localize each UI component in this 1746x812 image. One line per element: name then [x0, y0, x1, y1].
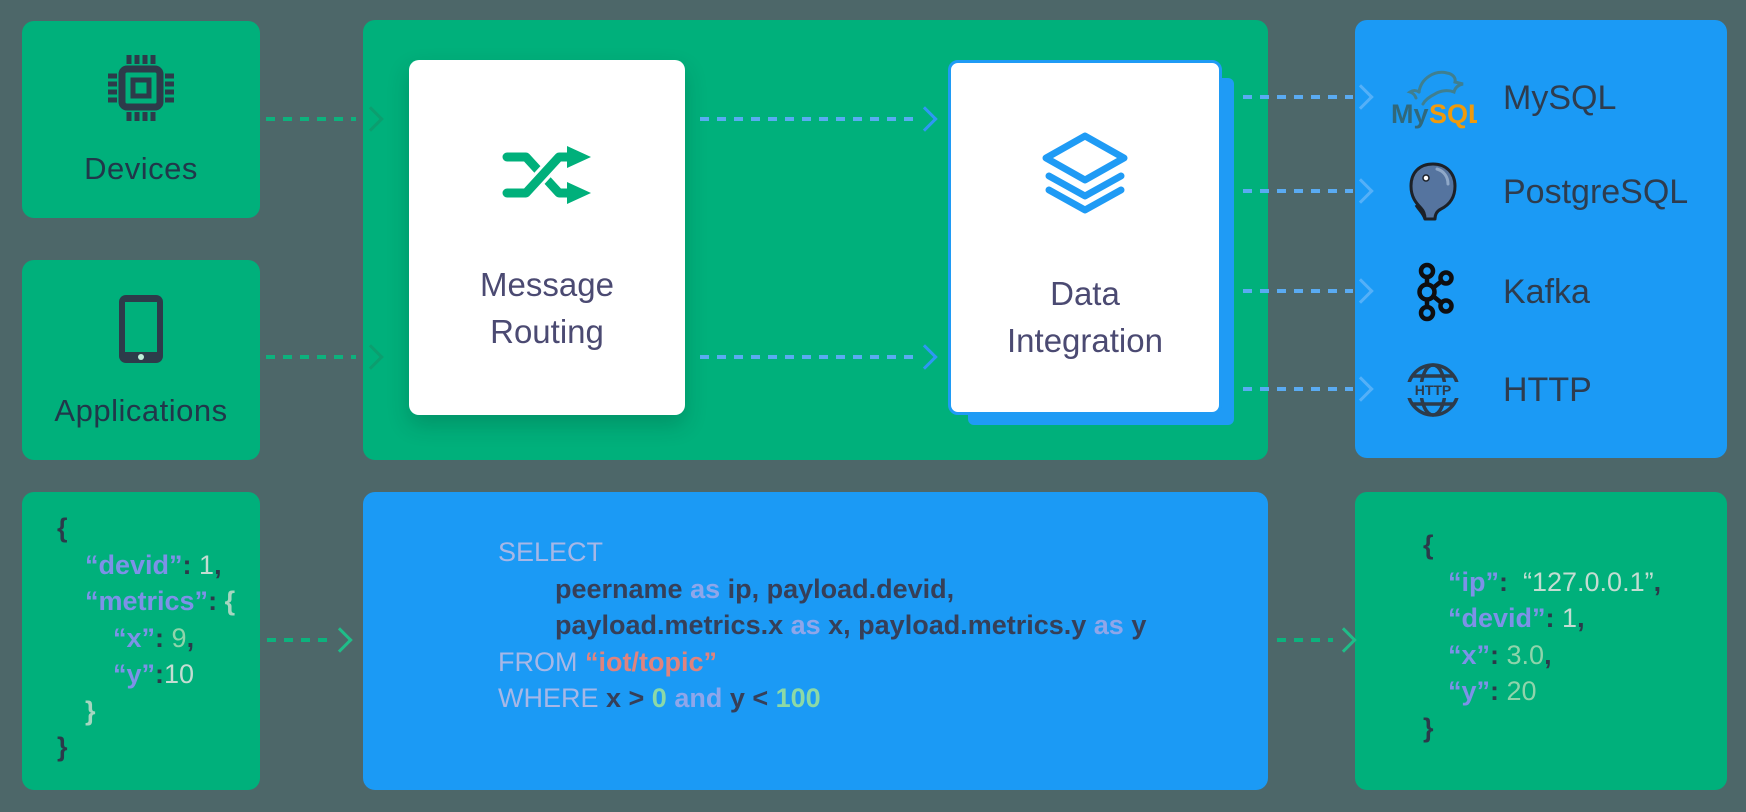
devices-box: Devices: [22, 21, 260, 218]
sink-row-kafka: Kafka: [1355, 252, 1727, 332]
code-line: “x”: 9,: [113, 622, 195, 653]
data-integration-title: Data Integration: [1007, 270, 1163, 364]
arrowhead-input-json-to-sql: [327, 627, 353, 653]
code-line: FROM “iot/topic”: [498, 646, 717, 677]
code-line: “y”: 20: [1448, 676, 1537, 706]
arrow-input-json-to-sql: [267, 638, 329, 642]
arrow-integration-to-postgresql: [1243, 189, 1353, 193]
mysql-label: MySQL: [1503, 78, 1617, 117]
code-line: {: [57, 513, 68, 543]
svg-text:My: My: [1391, 99, 1429, 129]
message-routing-title-line2: Routing: [490, 313, 604, 350]
tablet-icon: [114, 292, 168, 371]
applications-box: Applications: [22, 260, 260, 460]
http-label: HTTP: [1503, 370, 1592, 409]
data-sinks-panel: My SQL MySQL PostgreSQL: [1355, 20, 1727, 458]
rule-engine-container: Message Routing Data Integration: [363, 20, 1268, 460]
sink-row-postgresql: PostgreSQL: [1355, 152, 1727, 232]
sink-row-mysql: My SQL MySQL: [1355, 58, 1727, 138]
mysql-logo: My SQL: [1381, 66, 1485, 130]
message-routing-card: Message Routing: [409, 60, 685, 415]
svg-text:SQL: SQL: [1429, 99, 1477, 129]
kafka-logo: [1381, 262, 1485, 322]
code-line: “metrics”: {: [85, 586, 236, 616]
message-routing-title: Message Routing: [480, 261, 614, 355]
arrow-integration-to-kafka: [1243, 289, 1353, 293]
message-routing-title-line1: Message: [480, 266, 614, 303]
code-line: “devid”: 1,: [85, 549, 222, 580]
svg-text:HTTP: HTTP: [1415, 382, 1452, 398]
postgresql-label: PostgreSQL: [1503, 172, 1689, 211]
arrow-integration-to-mysql: [1243, 95, 1353, 99]
output-result-json: { “ip”: “127.0.0.1”, “devid”: 1, “x”: 3.0, “…: [1355, 492, 1727, 790]
code-line: SELECT: [498, 537, 604, 567]
layers-icon: [1039, 129, 1131, 226]
code-line: payload.metrics.x as x, payload.metrics.…: [555, 610, 1147, 640]
code-line: }: [85, 695, 96, 726]
chip-icon: [105, 52, 177, 129]
data-integration-title-line2: Integration: [1007, 322, 1163, 359]
arrow-applications-to-routing: [266, 355, 356, 359]
postgresql-logo: [1381, 161, 1485, 223]
data-integration-card: Data Integration: [948, 60, 1222, 415]
arrow-routing-to-integration-top: [700, 117, 916, 121]
code-line: “y”:10: [113, 659, 195, 689]
arrow-sql-to-output-json: [1277, 638, 1333, 642]
code-line: }: [1423, 712, 1434, 743]
http-globe-icon: HTTP: [1381, 361, 1485, 419]
arrow-integration-to-http: [1243, 387, 1353, 391]
devices-label: Devices: [84, 151, 198, 186]
applications-label: Applications: [54, 392, 228, 428]
code-line: {: [1423, 530, 1434, 560]
shuffle-icon: [499, 138, 595, 217]
arrowhead-sql-to-output-json: [1331, 627, 1357, 653]
code-line: “ip”: “127.0.0.1”,: [1448, 566, 1662, 597]
input-payload-json: { “devid”: 1, “metrics”: { “x”: 9, “y”:10}}: [22, 492, 260, 790]
code-line: WHERE x > 0 and y < 100: [498, 683, 821, 713]
arrow-routing-to-integration-bottom: [700, 355, 916, 359]
arrow-devices-to-routing: [266, 117, 356, 121]
code-line: “x”: 3.0,: [1448, 639, 1552, 670]
code-line: peername as ip, payload.devid,: [555, 573, 955, 604]
code-line: }: [57, 732, 68, 762]
kafka-label: Kafka: [1503, 272, 1590, 311]
data-integration-title-line1: Data: [1050, 275, 1120, 312]
rule-sql-statement: SELECT peername as ip, payload.devid, payl…: [363, 492, 1268, 790]
code-line: “devid”: 1,: [1448, 603, 1585, 633]
sink-row-http: HTTP HTTP: [1355, 350, 1727, 430]
